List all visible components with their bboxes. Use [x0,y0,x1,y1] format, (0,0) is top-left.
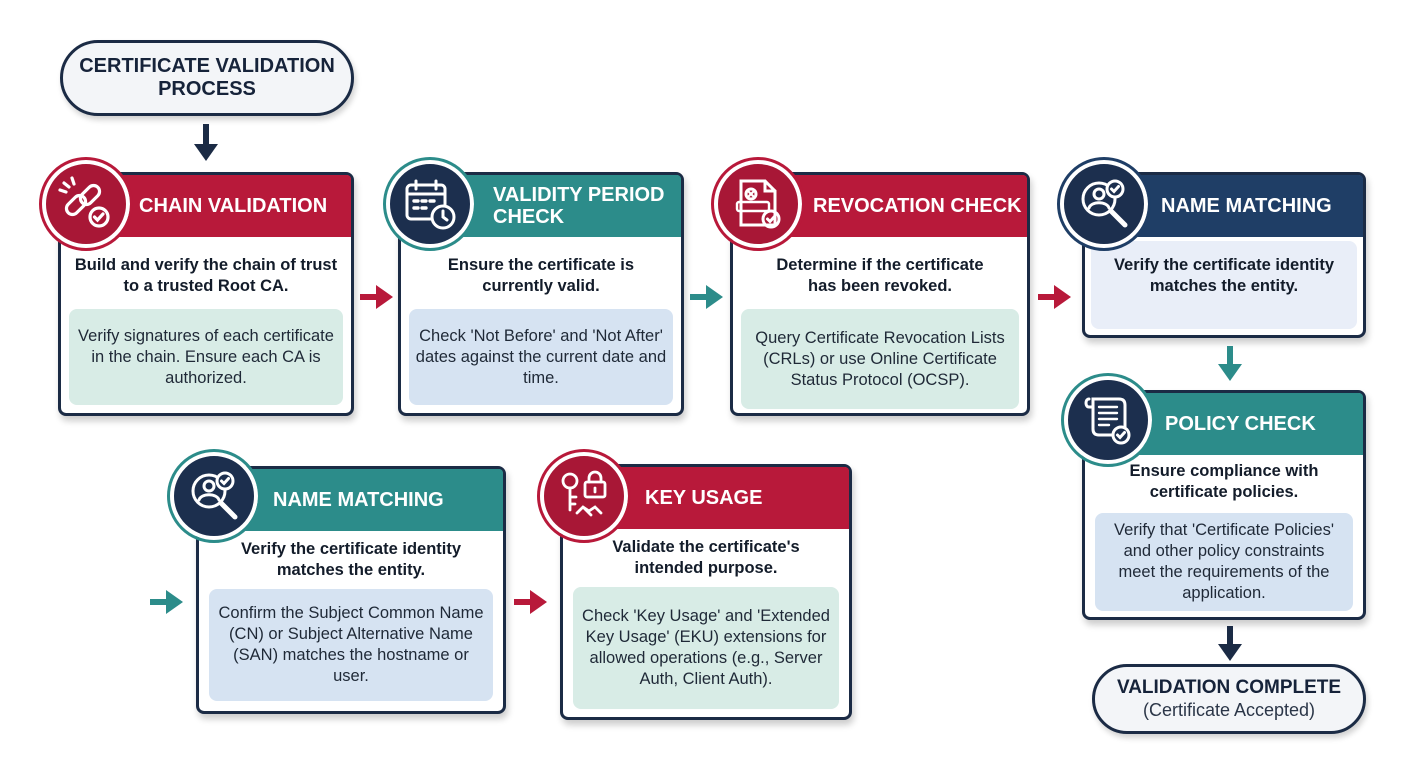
step-detail: Confirm the Subject Common Name (CN) or … [209,589,493,701]
step-title: POLICY CHECK [1165,413,1316,435]
revoked-document-icon [711,157,805,251]
step-description: Verify the certificate identity matches … [240,540,462,579]
step-detail-area [1091,241,1357,329]
step-title: VALIDITY PERIOD CHECK [493,184,665,228]
arrow-down-4 [1218,346,1242,381]
magnifier-person-icon [1057,157,1151,251]
step-title: NAME MATCHING [273,489,444,511]
arrow-right-2 [690,285,723,309]
end-title: VALIDATION COMPLETE [1116,677,1342,698]
policy-scroll-icon [1061,373,1155,467]
step-title: KEY USAGE [645,487,763,509]
step-detail: Check 'Not Before' and 'Not After' dates… [409,309,673,405]
end-node: VALIDATION COMPLETE (Certificate Accepte… [1092,664,1366,734]
calendar-clock-icon [383,157,477,251]
start-node: CERTIFICATE VALIDATION PROCESS [60,40,354,116]
step-description: Verify the certificate identity matches … [1113,256,1335,295]
magnifier-person-icon [167,449,261,543]
step-description: Validate the certificate's intended purp… [612,538,800,577]
step-description: Determine if the certificate has been re… [776,256,984,295]
step-description: Ensure the certificate is currently vali… [447,256,635,295]
step-title: REVOCATION CHECK [813,195,1022,217]
arrow-right-1 [360,285,393,309]
start-title-line1: CERTIFICATE VALIDATION [79,55,335,77]
step-detail: Check 'Key Usage' and 'Extended Key Usag… [573,587,839,709]
step-detail: Verify that 'Certificate Policies' and o… [1095,513,1353,611]
step-description: Ensure compliance with certificate polic… [1129,462,1319,501]
step-name-matching-bottom: NAME MATCHING Verify the certificate ide… [196,466,506,714]
end-subtitle: (Certificate Accepted) [1142,700,1316,720]
step-revocation-check: REVOCATION CHECK Determine if the certif… [730,172,1030,416]
arrow-right-6 [514,590,547,614]
step-detail: Query Certificate Revocation Lists (CRLs… [741,309,1019,409]
arrow-right-3 [1038,285,1071,309]
step-title: CHAIN VALIDATION [139,195,328,217]
start-title-line2: PROCESS [158,78,256,100]
key-lock-handshake-icon [537,449,631,543]
step-detail: Verify signatures of each certificate in… [69,309,343,405]
arrow-down-5 [1218,626,1242,661]
broken-chain-check-icon [39,157,133,251]
arrow-down-start [194,124,218,161]
arrow-right-entry [150,590,183,614]
step-description: Build and verify the chain of trust to a… [74,256,338,295]
step-title: NAME MATCHING [1161,195,1332,217]
